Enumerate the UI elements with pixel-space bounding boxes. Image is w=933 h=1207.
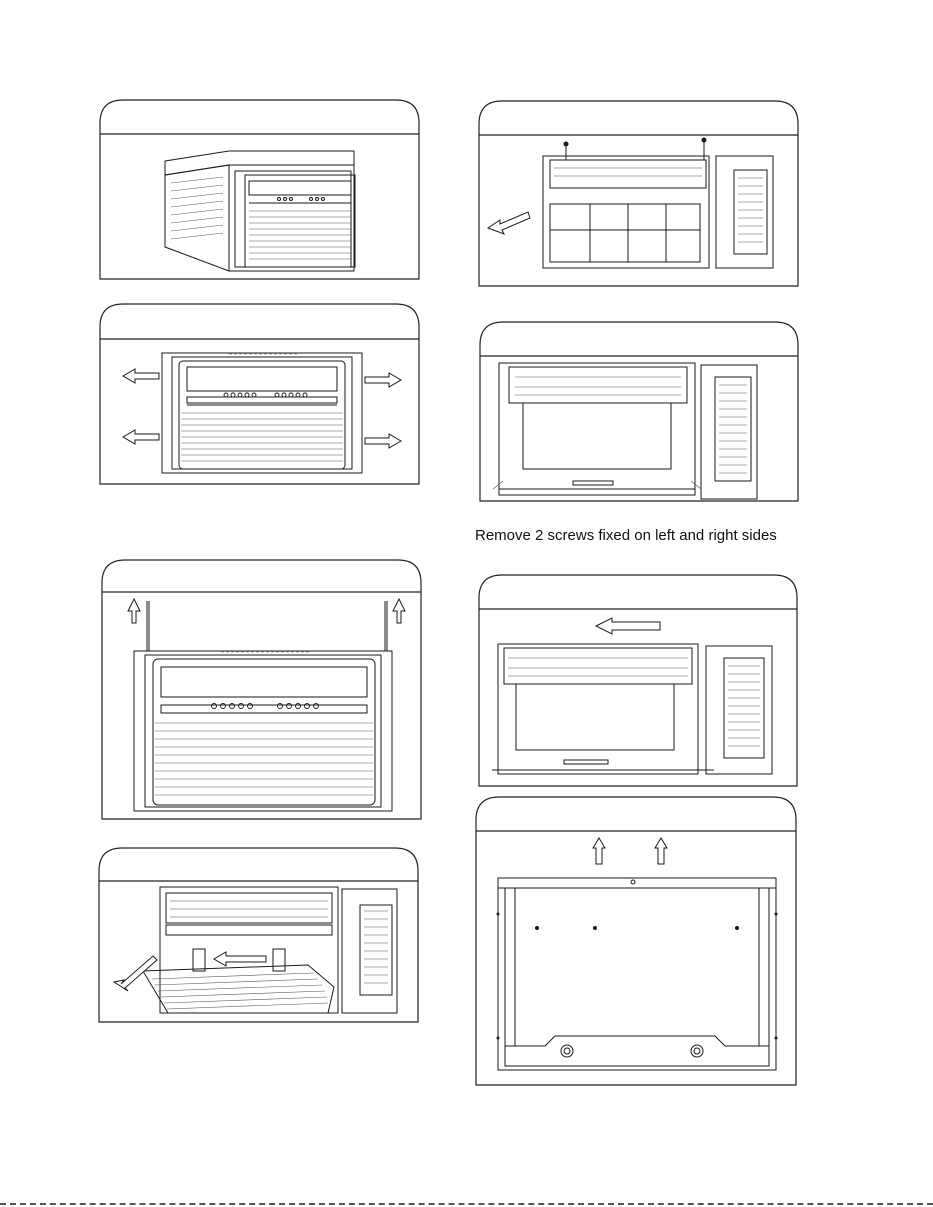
step-panel-remove-top-screws [478, 100, 799, 287]
chassis-side-screws-icon [479, 321, 799, 502]
step-panel-cabinet-shell [475, 796, 797, 1086]
air-conditioner-unit-icon [99, 99, 420, 280]
step-panel-pull-out-rails [101, 559, 422, 820]
chassis-slide-arrow-icon [478, 574, 798, 787]
front-panel-side-arrows-icon [99, 303, 420, 485]
step-panel-side-screws [479, 321, 799, 502]
front-panel-up-arrows-icon [101, 559, 422, 820]
step-panel-open-front-grille [98, 847, 419, 1023]
step-panel-slide-chassis-out [478, 574, 798, 787]
open-grille-icon [98, 847, 419, 1023]
step-caption: Remove 2 screws fixed on left and right … [475, 527, 777, 544]
cabinet-shell-icon [475, 796, 797, 1086]
chassis-top-screws-icon [478, 100, 799, 287]
step-panel-remove-side-panels [99, 303, 420, 485]
step-panel-unit-overview [99, 99, 420, 280]
page-bottom-dashed-rule [0, 1203, 933, 1205]
